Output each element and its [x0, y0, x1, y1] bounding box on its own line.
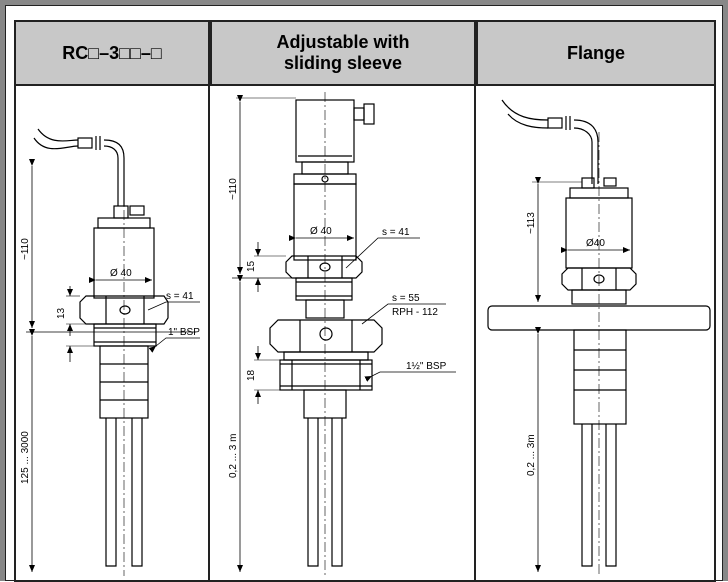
dim-head-height-col3: ~113 [526, 212, 537, 234]
header-sliding-sleeve: Adjustable with sliding sleeve [210, 20, 476, 86]
dim-sleeve-height-col2: 18 [246, 369, 257, 381]
thread-label-col1: 1" BSP [168, 327, 200, 338]
header-sliding-sleeve-text: Adjustable with sliding sleeve [276, 32, 410, 73]
dim-hex-height-col2: 15 [246, 260, 257, 272]
diameter-label-col1: Ø 40 [110, 268, 132, 279]
cell-flange [476, 86, 716, 582]
technical-drawing: ~110 13 125 ... 3000 Ø 40 s = 41 1" BSP [20, 92, 711, 576]
wrench-size-col2-upper: s = 41 [382, 227, 410, 238]
wrench-size-col2-sleeve: s = 55 [392, 293, 420, 304]
table-area: RC□–3□□–□ Adjustable with sliding sleeve… [5, 5, 723, 582]
dim-probe-length-col1: 125 ... 3000 [20, 431, 31, 484]
header-flange: Flange [476, 20, 716, 86]
drawing-flange-probe [487, 99, 711, 576]
drawing-standard-probe [26, 128, 200, 576]
diameter-label-col3: Ø40 [586, 238, 605, 249]
drawing-sliding-sleeve-probe [232, 92, 456, 576]
dim-probe-length-col3: 0,2 ... 3m [526, 434, 537, 476]
header-model-code: RC□–3□□–□ [14, 20, 210, 86]
sleeve-code-col2: RPH - 112 [392, 307, 438, 318]
wrench-size-col1: s = 41 [166, 291, 194, 302]
dim-probe-length-col2: 0,2 ... 3 m [228, 434, 239, 478]
header-model-code-text: RC□–3□□–□ [62, 42, 162, 63]
thread-label-col2: 1½" BSP [406, 361, 447, 372]
cell-sliding-sleeve [210, 86, 476, 582]
dim-hex-height-col1: 13 [56, 307, 67, 319]
cell-model-code [14, 86, 210, 582]
diameter-label-col2: Ø 40 [310, 226, 332, 237]
header-flange-text: Flange [566, 42, 625, 63]
dim-head-height-col1: ~110 [20, 238, 31, 260]
dim-head-height-col2: ~110 [228, 178, 239, 200]
